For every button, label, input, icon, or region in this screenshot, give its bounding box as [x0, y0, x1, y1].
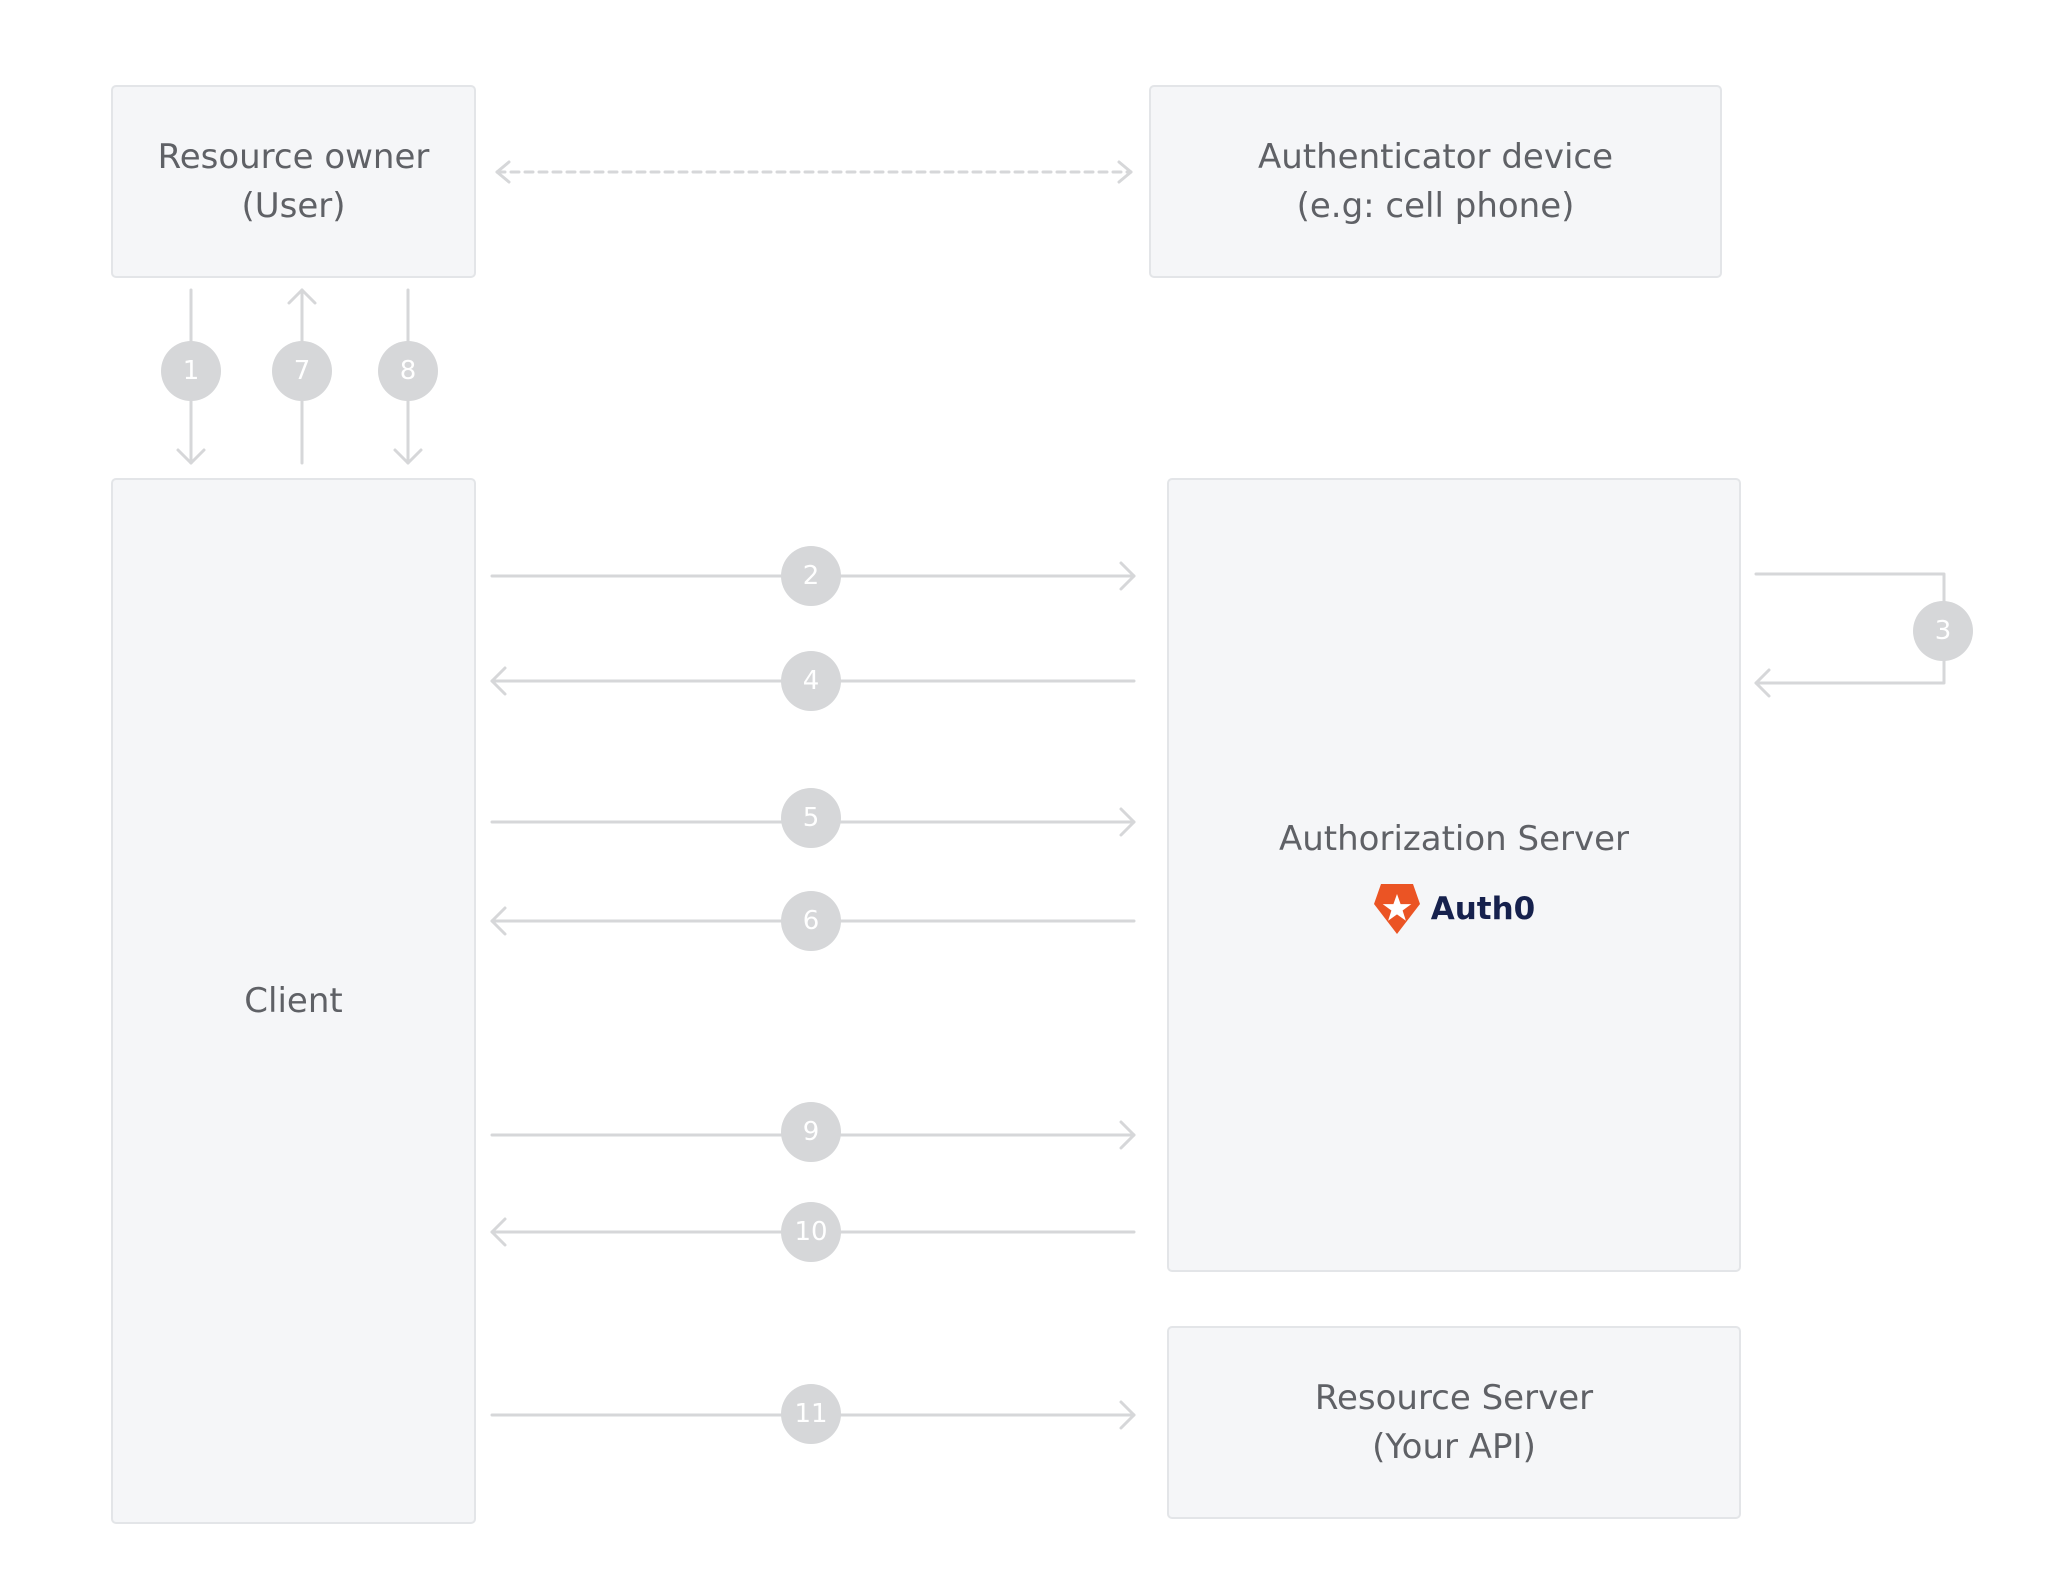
dashed-link-user-authenticator [495, 160, 1133, 184]
resource-server-title: Resource Server [1314, 1377, 1594, 1418]
auth0-wordmark: Auth0 [1430, 890, 1536, 927]
step-badge-8: 8 [378, 341, 438, 401]
resource-owner-subtitle: (User) [241, 185, 346, 226]
step-badge-5: 5 [781, 788, 841, 848]
step-badge-3: 3 [1913, 601, 1973, 661]
authenticator-device-title: Authenticator device [1257, 136, 1614, 177]
authorization-server-box: Authorization Server Auth0 [1167, 478, 1741, 1272]
resource-server-box: Resource Server (Your API) [1167, 1326, 1741, 1519]
step-badge-2: 2 [781, 546, 841, 606]
step-badge-6: 6 [781, 891, 841, 951]
step-badge-11: 11 [781, 1384, 841, 1444]
resource-server-subtitle: (Your API) [1372, 1426, 1536, 1467]
authorization-server-label: Authorization Server [1278, 818, 1630, 859]
step-badge-4: 4 [781, 651, 841, 711]
auth0-brand: Auth0 [1373, 882, 1536, 936]
authenticator-device-box: Authenticator device (e.g: cell phone) [1149, 85, 1722, 278]
step-badge-1: 1 [161, 341, 221, 401]
resource-owner-box: Resource owner (User) [111, 85, 476, 278]
step-badge-10: 10 [781, 1202, 841, 1262]
step-badge-9: 9 [781, 1102, 841, 1162]
resource-owner-title: Resource owner [157, 136, 430, 177]
authenticator-device-subtitle: (e.g: cell phone) [1296, 185, 1575, 226]
client-box: Client [111, 478, 476, 1524]
client-label: Client [244, 980, 343, 1021]
step-badge-7: 7 [272, 341, 332, 401]
auth0-shield-icon [1373, 883, 1420, 934]
